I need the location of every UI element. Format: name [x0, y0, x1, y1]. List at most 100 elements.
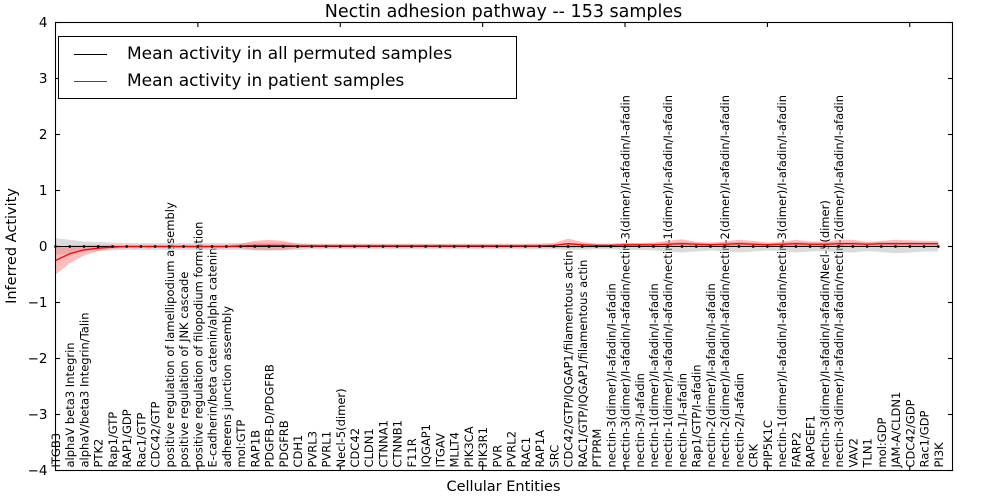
x-category-label: positive regulation of filopodium format… — [191, 222, 205, 468]
x-category-label: E-cadherin/beta catenin/alpha catenin — [206, 248, 220, 468]
x-category-label: FARP2 — [789, 432, 803, 468]
data-point-marker — [780, 245, 783, 248]
x-category-label: CDC42/GTP/IQGAP1/filamentous actin — [562, 250, 576, 467]
data-point-marker — [524, 245, 527, 248]
x-category-label: PIP5K1C — [761, 420, 775, 467]
x-category-label: mol:GTP — [234, 420, 248, 468]
x-category-label: PVR — [490, 445, 504, 468]
data-point-marker — [353, 245, 356, 248]
x-category-label: PI3K — [932, 442, 946, 468]
data-point-marker — [225, 245, 228, 248]
x-category-label: CDC42/GTP — [149, 402, 163, 468]
x-category-label: nectin-2/I-afadin — [732, 373, 746, 468]
x-category-label: adherens junction assembly — [220, 306, 234, 468]
data-point-marker — [495, 245, 499, 248]
x-category-label: nectin-3(dimer)/I-afadin/I-afadin — [604, 283, 618, 467]
x-category-label: nectin-3(dimer)/I-afadin/I-afadin/nectin… — [832, 95, 846, 467]
data-point-marker — [538, 245, 541, 248]
x-category-label: TLN1 — [861, 438, 875, 468]
data-point-marker — [595, 245, 598, 248]
y-tick-label: −1 — [28, 295, 48, 311]
y-tick-label: −3 — [28, 407, 48, 423]
x-category-label: Rap1/GTP/I-afadin — [690, 364, 704, 467]
x-category-label: RAC1 — [519, 437, 533, 468]
x-category-label: PIK3R1 — [476, 427, 490, 467]
x-category-label: Necl-5(dimer) — [334, 388, 348, 467]
data-point-marker — [894, 245, 897, 248]
x-category-label: RAP1B — [248, 430, 262, 468]
data-point-marker — [253, 245, 257, 248]
x-category-label: mol:GDP — [875, 417, 889, 467]
x-category-label: nectin-3(dimer)/I-afadin/I-afadin/Necl-5… — [818, 200, 832, 467]
legend: Mean activity in all permuted samples Me… — [58, 36, 517, 99]
legend-item-permuted: Mean activity in all permuted samples — [74, 44, 516, 64]
legend-line-sample-red — [74, 80, 107, 82]
x-category-label: PTK2 — [92, 439, 106, 468]
data-point-marker — [808, 245, 812, 248]
data-point-marker — [467, 245, 470, 248]
data-point-marker — [566, 245, 570, 248]
x-category-label: Rap1/GTP — [106, 412, 120, 468]
data-point-marker — [239, 245, 242, 248]
x-category-label: RAC1/GTP/IQGAP1/filamentous actin — [576, 260, 590, 468]
data-point-marker — [623, 245, 627, 248]
x-category-label: positive regulation of lamellipodium ass… — [163, 202, 177, 467]
data-point-marker — [196, 245, 200, 248]
data-point-marker — [865, 245, 869, 248]
data-point-marker — [823, 245, 826, 248]
x-category-label: VAV2 — [846, 438, 860, 467]
x-axis-label: Cellular Entities — [446, 479, 561, 495]
data-point-marker — [395, 245, 399, 248]
data-point-marker — [424, 245, 428, 248]
data-point-marker — [709, 245, 712, 248]
x-category-label: alphaV/beta3 Integrin/Talin — [77, 312, 91, 467]
data-point-marker — [153, 245, 157, 248]
data-point-marker — [139, 245, 143, 248]
data-point-marker — [879, 245, 883, 248]
x-category-label: alphaV beta3 Integrin — [63, 342, 77, 467]
x-category-label: JAM-A/CLDN1 — [889, 392, 903, 469]
y-axis-label: Inferred Activity — [4, 188, 20, 304]
x-category-label: MLLT4 — [448, 432, 462, 468]
data-point-marker — [737, 245, 741, 248]
legend-label-patient: Mean activity in patient samples — [127, 71, 405, 91]
data-point-marker — [68, 245, 72, 248]
data-point-marker — [652, 245, 655, 248]
data-point-marker — [410, 245, 413, 248]
data-point-marker — [481, 245, 484, 248]
x-category-label: CTNNA1 — [376, 420, 390, 467]
data-point-marker — [452, 245, 456, 248]
data-point-marker — [851, 245, 855, 248]
data-point-marker — [794, 245, 798, 248]
data-point-marker — [908, 245, 912, 248]
x-category-label: CDH1 — [291, 435, 305, 468]
x-category-label: positive regulation of JNK cascade — [177, 272, 191, 468]
x-category-label: CTNNB1 — [391, 420, 405, 467]
x-category-label: RAP1A — [533, 430, 547, 468]
data-point-marker — [837, 245, 840, 248]
data-point-marker — [281, 245, 285, 248]
data-point-marker — [168, 245, 171, 248]
data-point-marker — [182, 245, 185, 248]
data-point-marker — [296, 245, 299, 248]
x-category-label: PTPRM — [590, 429, 604, 468]
x-category-label: PDGFRB — [277, 420, 291, 467]
x-category-label: Rac1/GDP — [918, 410, 932, 467]
y-tick-label: 2 — [39, 127, 48, 143]
x-category-label: CLDN1 — [362, 428, 376, 467]
x-category-label: nectin-1/I-afadin — [675, 373, 689, 468]
data-point-marker — [310, 245, 314, 248]
data-point-marker — [666, 245, 670, 248]
data-point-marker — [367, 245, 371, 248]
data-point-marker — [680, 245, 684, 248]
data-point-marker — [125, 245, 129, 248]
x-category-label: RAP1/GDP — [120, 409, 134, 467]
x-category-label: nectin-2(dimer)/I-afadin/I-afadin/nectin… — [718, 95, 732, 467]
x-category-label: nectin-3/I-afadin — [633, 373, 647, 468]
data-point-marker — [723, 245, 727, 248]
data-point-marker — [338, 245, 342, 248]
data-point-marker — [766, 245, 769, 248]
data-point-marker — [111, 245, 114, 248]
x-category-label: IQGAP1 — [419, 424, 433, 467]
data-point-marker — [936, 245, 940, 248]
